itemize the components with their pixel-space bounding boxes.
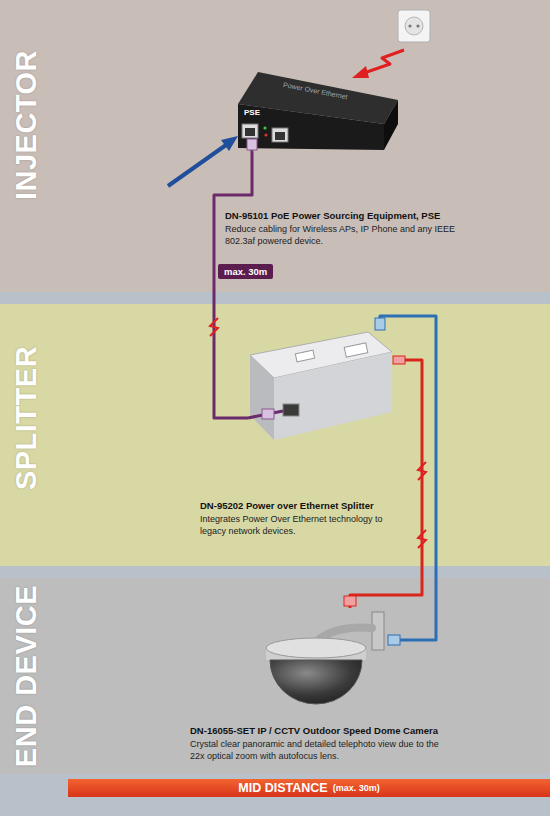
rj45-port bbox=[283, 404, 299, 416]
product-heading: DN-95101 PoE Power Sourcing Equipment, P… bbox=[225, 210, 440, 222]
splitter-logo bbox=[295, 350, 314, 362]
injector-front bbox=[238, 104, 384, 150]
lightning-mark bbox=[418, 530, 426, 548]
band-panel: END DEVICE DN-16055-SET IP / CCTV Outdoor… bbox=[0, 578, 550, 774]
splitter-logo bbox=[344, 343, 368, 357]
camera-dome bbox=[270, 660, 362, 704]
power-plug bbox=[393, 356, 405, 364]
poe-splitter: DN-95202 Power over Ethernet SplitterInt… bbox=[248, 330, 393, 442]
injector-side bbox=[384, 100, 398, 150]
device-print-holder: PSE bbox=[244, 108, 260, 117]
outlet-socket bbox=[405, 17, 423, 35]
band-panel: INJECTOR Power Over EthernetPSE DN-95101 P… bbox=[0, 0, 550, 292]
distance-bar-fill bbox=[68, 779, 550, 797]
product-heading-holder: DN-95202 Power over Ethernet Splitter bbox=[200, 500, 374, 512]
cable-label-holder: max. 30m bbox=[218, 264, 273, 279]
power-plug bbox=[344, 596, 356, 606]
band-label-holder: SPLITTER bbox=[12, 346, 41, 490]
band-label-holder: END DEVICE bbox=[12, 585, 41, 767]
product-description: Integrates Power Over Ethernet technolog… bbox=[200, 513, 410, 537]
lightning-mark bbox=[210, 318, 218, 336]
camera-housing bbox=[266, 638, 366, 658]
band-label-holder: INJECTOR bbox=[12, 50, 41, 200]
rj45-port bbox=[272, 128, 288, 142]
poe-injector: Power Over EthernetPSEDN-95101 PoE Power… bbox=[232, 68, 402, 152]
cable-connector bbox=[350, 360, 422, 608]
power-arrowhead bbox=[352, 66, 369, 78]
product-heading-holder: DN-95101 PoE Power Sourcing Equipment, P… bbox=[225, 210, 440, 222]
band-label: INJECTOR bbox=[12, 50, 41, 200]
network-cable bbox=[168, 145, 226, 186]
band-label: SPLITTER bbox=[12, 346, 41, 490]
band-fill bbox=[0, 304, 550, 566]
dome-camera: DN-16055-SET IP / CCTV Outdoor Speed Dom… bbox=[258, 608, 388, 708]
band-label: END DEVICE bbox=[12, 585, 41, 767]
rj45-plug bbox=[388, 635, 400, 645]
wall-outlet bbox=[398, 10, 430, 42]
product-description-holder: Integrates Power Over Ethernet technolog… bbox=[200, 513, 410, 537]
rj45-plug bbox=[247, 139, 257, 150]
lightning-mark bbox=[418, 462, 426, 480]
cable-connector bbox=[380, 316, 436, 640]
distance-bar: MID DISTANCE (max. 30m) bbox=[68, 779, 550, 797]
outlet-hole bbox=[416, 24, 419, 27]
rj45-plug bbox=[375, 318, 385, 330]
network-arrowhead bbox=[221, 136, 238, 151]
device-print: PSE bbox=[244, 108, 260, 117]
cable-length-badge: max. 30m bbox=[218, 264, 273, 279]
rj45-port bbox=[245, 128, 255, 136]
product-description-holder: Reduce cabling for Wireless APs, IP Phon… bbox=[225, 223, 477, 247]
product-heading-holder: DN-16055-SET IP / CCTV Outdoor Speed Dom… bbox=[190, 725, 438, 737]
outlet-hole bbox=[408, 24, 411, 27]
led bbox=[264, 133, 267, 136]
splitter-side bbox=[250, 355, 274, 440]
band-fill bbox=[0, 0, 550, 292]
band-fill bbox=[0, 578, 550, 774]
product-heading: DN-95202 Power over Ethernet Splitter bbox=[200, 500, 374, 512]
device-print: Power Over Ethernet bbox=[282, 81, 348, 101]
product-description-holder: Crystal clear panoramic and detailed tel… bbox=[190, 738, 440, 762]
rj45-plug bbox=[262, 409, 274, 419]
distance-note: (max. 30m) bbox=[333, 779, 380, 797]
device-print-holder: Power Over Ethernet bbox=[282, 81, 348, 101]
rj45-port bbox=[275, 132, 285, 140]
power-arrow bbox=[364, 50, 404, 73]
product-heading: DN-16055-SET IP / CCTV Outdoor Speed Dom… bbox=[190, 725, 438, 737]
product-description: Crystal clear panoramic and detailed tel… bbox=[190, 738, 440, 762]
rj45-port bbox=[242, 124, 258, 138]
led bbox=[263, 126, 266, 129]
splitter-front bbox=[274, 352, 392, 440]
product-description: Reduce cabling for Wireless APs, IP Phon… bbox=[225, 223, 477, 247]
band-panel: SPLITTER DN-95202 Power over Ethernet Spl… bbox=[0, 304, 550, 566]
distance-title: MID DISTANCE bbox=[238, 779, 327, 797]
cable-connector bbox=[214, 152, 252, 418]
